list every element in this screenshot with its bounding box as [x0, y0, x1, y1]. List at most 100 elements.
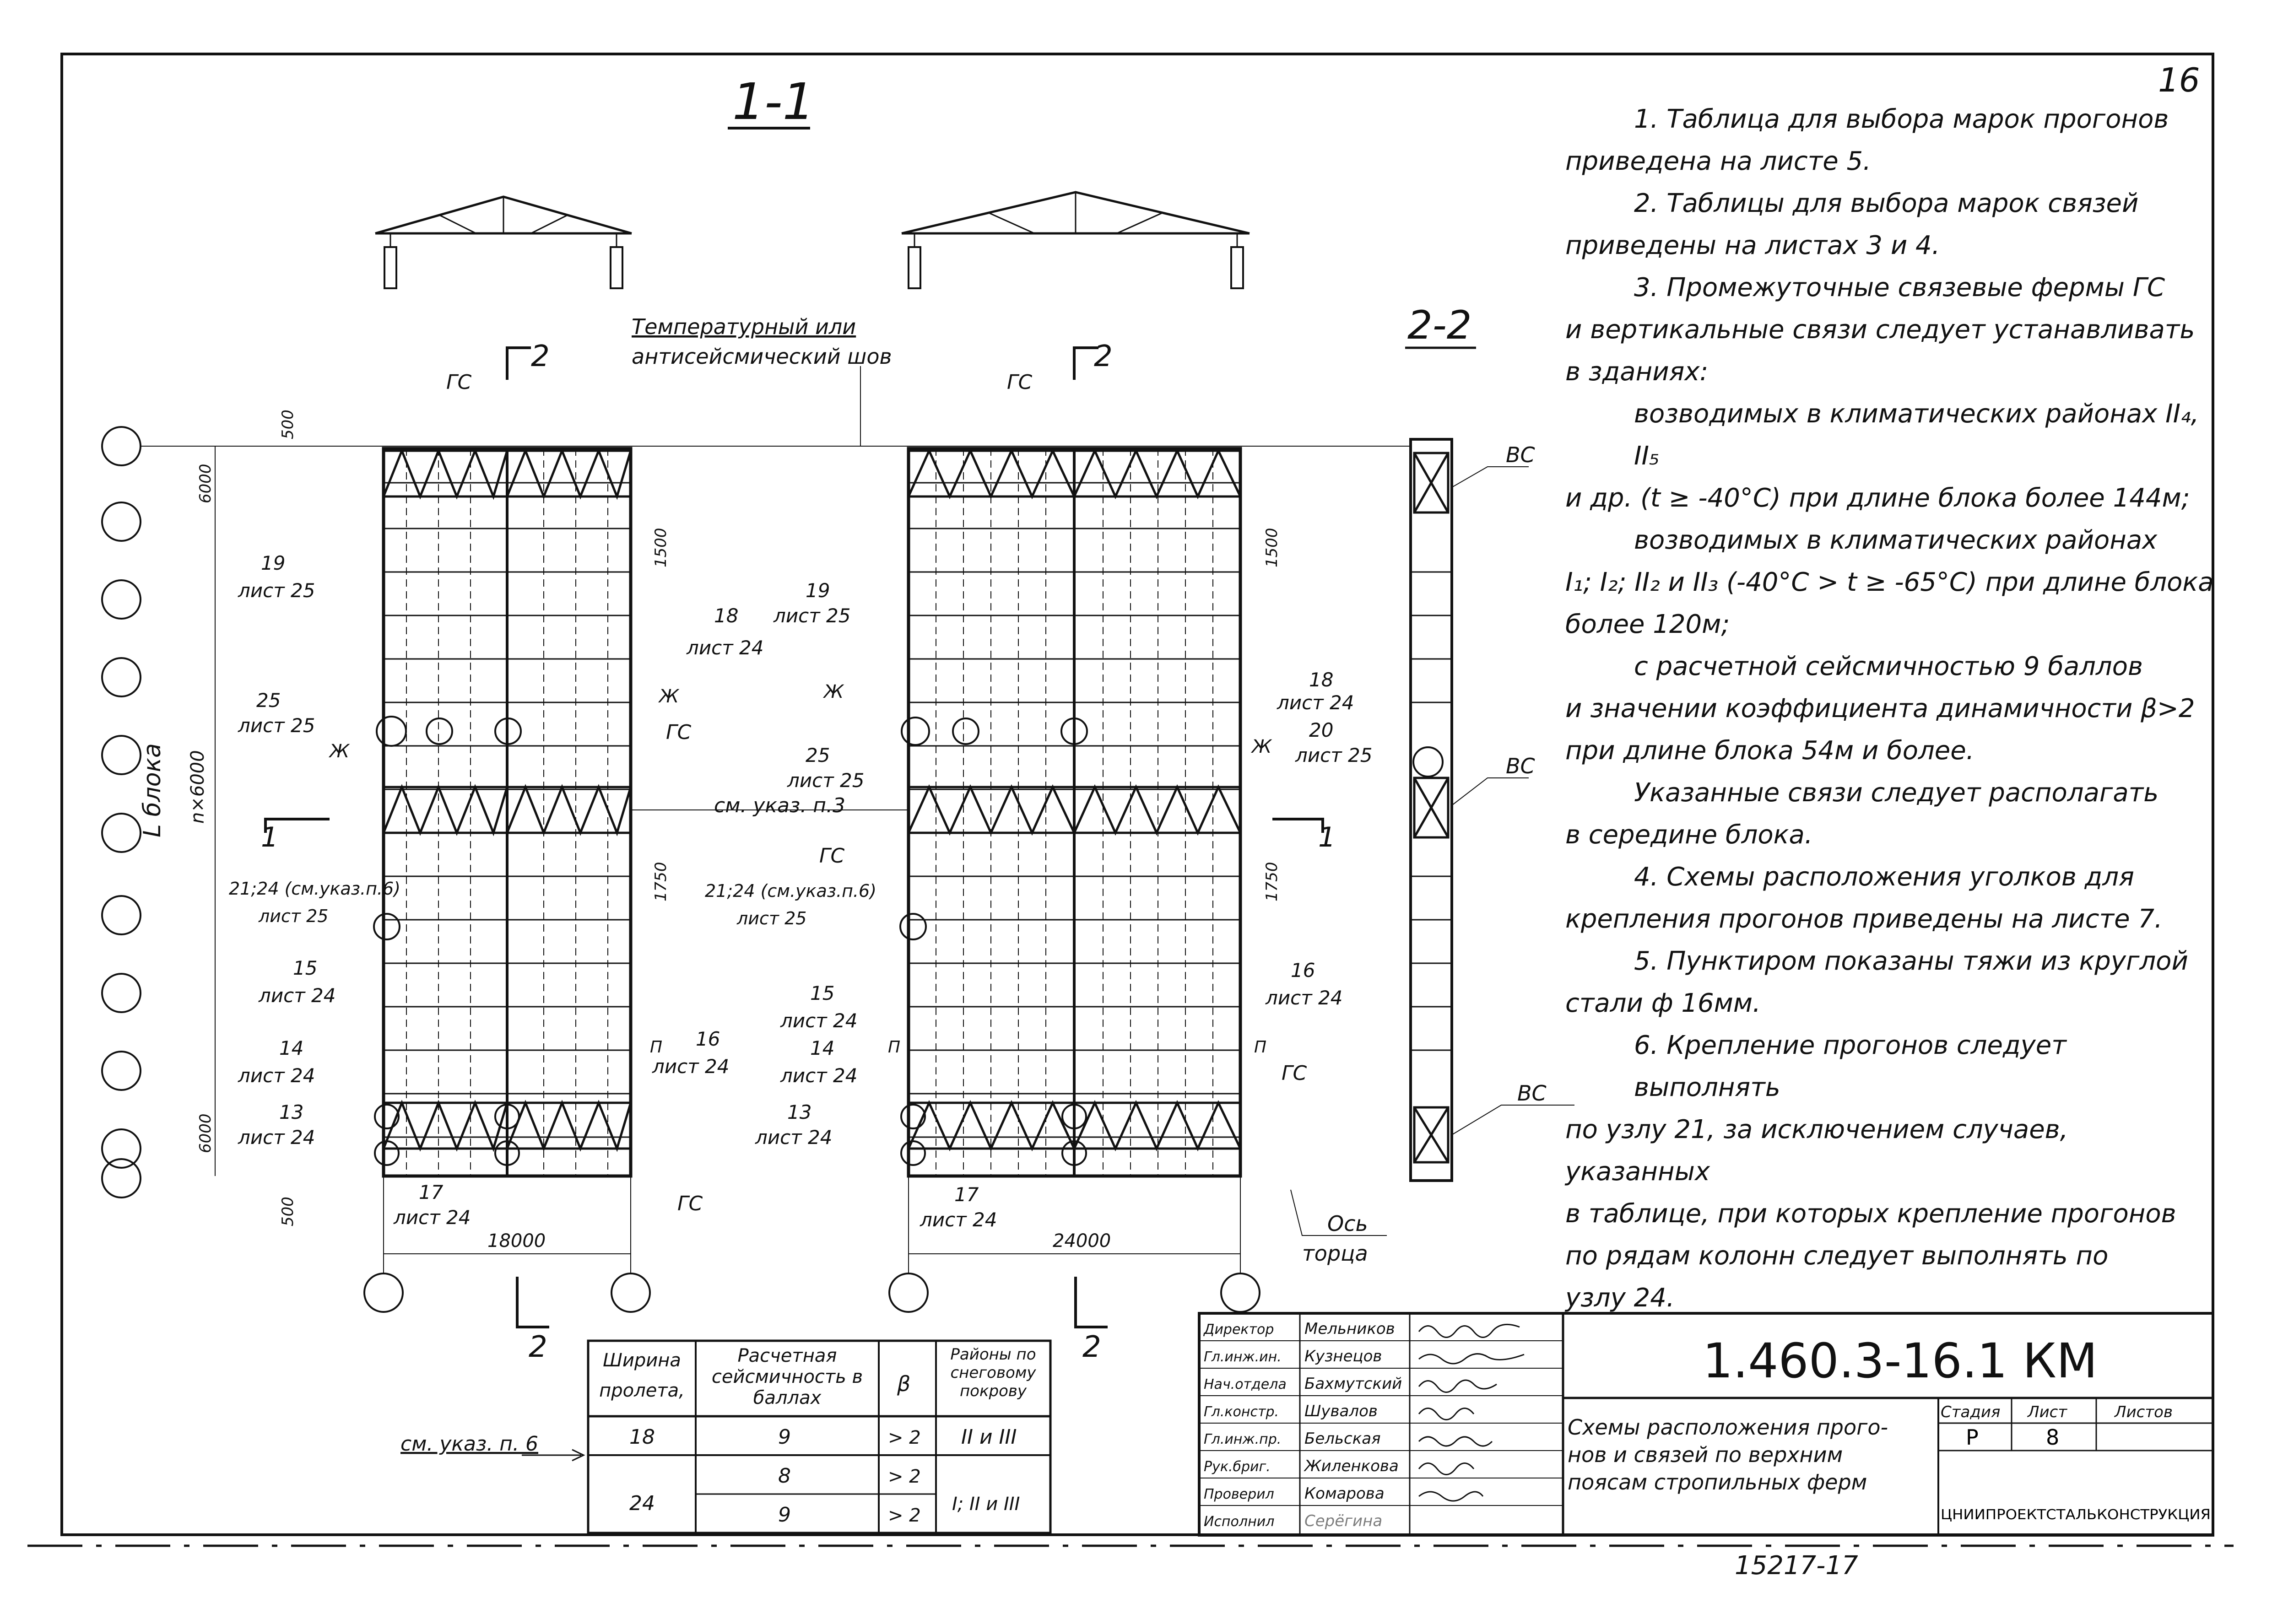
org-name: ЦНИИПРОЕКТСТАЛЬКОНСТРУКЦИЯ	[1941, 1507, 2211, 1523]
role-3: Гл.констр.	[1204, 1404, 1279, 1420]
ref-19r-num: 19	[806, 579, 830, 602]
column-axes	[101, 426, 1410, 1313]
cut-mark-2b: 2	[1094, 340, 1113, 373]
ref-15r-sheet: лист 24	[780, 1009, 858, 1032]
ref-16-num: 16	[696, 1028, 720, 1050]
drawing-title-2: нов и связей по верхним	[1568, 1442, 1843, 1467]
note-line: по узлу 21, за исключением случаев, указ…	[1565, 1115, 2068, 1187]
dim-500-top: 500	[279, 410, 297, 439]
label-gs-bot-left: ГС	[677, 1192, 703, 1215]
note-line: 6. Крепление прогонов следует выполнять	[1634, 1031, 2066, 1102]
section-title-2-2: 2-2	[1407, 302, 1471, 348]
note-line: узлу 24.	[1565, 1283, 1675, 1313]
note-line: 1. Таблица для выбора марок прогонов	[1634, 104, 2169, 134]
th-beta: β	[897, 1371, 910, 1396]
label-p-1: П	[650, 1038, 662, 1057]
cell-r1-seis: 8	[778, 1464, 791, 1488]
label-vs-3: ВС	[1517, 1081, 1547, 1106]
dim-1750-right: 1750	[1263, 862, 1281, 901]
role-1: Гл.инж.ин.	[1204, 1349, 1282, 1365]
label-gs-right: ГС	[1007, 371, 1033, 394]
label-gs-mid: ГС	[666, 721, 692, 744]
th-snow: Районы по снеговому покрову	[950, 1345, 1036, 1400]
stage-value: Р	[1966, 1425, 1979, 1450]
cell-r2-beta: > 2	[888, 1505, 921, 1526]
cell-r1-snow: I; II и III	[952, 1494, 1020, 1515]
label-zh-2: Ж	[328, 741, 350, 762]
ref-18-sheet: лист 24	[686, 637, 764, 659]
ref-19-sheet: лист 25	[238, 579, 315, 602]
ref-17r-sheet: лист 24	[920, 1209, 997, 1231]
sheet-number: 16	[2158, 61, 2200, 99]
ref-16-sheet: лист 24	[652, 1055, 730, 1078]
name-1: Кузнецов	[1304, 1347, 1382, 1365]
role-5: Рук.бриг.	[1204, 1459, 1271, 1475]
dim-1500-left: 1500	[652, 528, 670, 567]
name-6: Комарова	[1304, 1484, 1385, 1503]
note-line: и вертикальные связи следует устанавлива…	[1565, 315, 2195, 345]
ref-13-num: 13	[279, 1101, 303, 1123]
cell-r1-beta: > 2	[888, 1466, 921, 1487]
ref-20-sheet: лист 25	[1295, 744, 1373, 766]
cell-r0-seis: 9	[778, 1425, 791, 1449]
section-title-1-1: 1-1	[732, 72, 815, 131]
note-line: и значении коэффициента динамичности β>2	[1565, 694, 2195, 723]
drawing-title-3: поясам стропильных ферм	[1568, 1470, 1867, 1495]
cell-r0-snow: II и III	[961, 1425, 1017, 1449]
name-3: Шувалов	[1304, 1402, 1378, 1420]
name-0: Мельников	[1304, 1320, 1395, 1338]
note-line: приведены на листах 3 и 4.	[1565, 231, 1940, 260]
cell-r1-span: 24	[629, 1492, 655, 1515]
right-span-plan	[899, 191, 1250, 1178]
ref-14-num: 14	[279, 1037, 303, 1059]
cut-mark-1a: 1	[261, 821, 278, 853]
temp-joint-line1: Температурный или	[632, 314, 856, 339]
sheets-label: Листов	[2114, 1403, 2173, 1421]
dim-6000-top: 6000	[196, 464, 215, 503]
sheet-label: Лист	[2027, 1403, 2067, 1421]
see-note-3: см. указ. п.3	[714, 794, 845, 817]
role-0: Директор	[1203, 1322, 1274, 1338]
dim-6000-bot: 6000	[196, 1113, 215, 1153]
drawing-title-1: Схемы расположения прого-	[1568, 1415, 1888, 1440]
label-gs-left: ГС	[446, 371, 472, 394]
label-vs-2: ВС	[1506, 754, 1535, 778]
ref-15-num: 15	[293, 957, 317, 979]
ref-2124-sheet: лист 25	[258, 906, 328, 926]
note-line: Указанные связи следует располагать	[1634, 778, 2159, 808]
label-p-2: П	[888, 1038, 900, 1057]
th-span: Ширина пролета, м	[599, 1350, 685, 1414]
note-line: 3. Промежуточные связевые фермы ГС	[1634, 273, 2165, 302]
ref-13r-sheet: лист 24	[755, 1126, 833, 1149]
label-gs-mid2: ГС	[819, 844, 845, 868]
note-line: по рядам колонн следует выполнять по	[1565, 1241, 2109, 1271]
ref-17-num: 17	[419, 1181, 444, 1203]
ref-18r-sheet: лист 24	[1277, 691, 1354, 714]
left-span-plan	[373, 195, 633, 1178]
axis-end-line1: Ось	[1327, 1211, 1368, 1236]
name-4: Бельская	[1304, 1430, 1381, 1448]
ref-17r-num: 17	[954, 1183, 979, 1206]
dim-18000: 18000	[487, 1230, 546, 1252]
note-line: и др. (t ≥ -40°C) при длине блока более …	[1565, 483, 2190, 513]
note-line: при длине блока 54м и более.	[1565, 736, 1974, 766]
cut-mark-1b: 1	[1318, 821, 1336, 853]
label-vs-1: ВС	[1506, 442, 1535, 467]
ref-13r-num: 13	[787, 1101, 811, 1123]
ref-25r-sheet: лист 25	[787, 769, 865, 792]
dim-24000: 24000	[1053, 1230, 1111, 1252]
note-line: в середине блока.	[1565, 820, 1813, 850]
left-truss-elevation	[375, 195, 632, 289]
ref-14r-sheet: лист 24	[780, 1064, 858, 1087]
sheet-value: 8	[2046, 1425, 2059, 1450]
label-zh-3: Ж	[822, 681, 844, 702]
th-seismic: Расчетная сейсмичность в баллах	[711, 1345, 863, 1408]
signatures	[1418, 1323, 1525, 1502]
cut-mark-2d: 2	[1082, 1330, 1101, 1364]
ref-2124r-num: 21;24 (см.указ.п.6)	[705, 881, 876, 901]
ref-25r-num: 25	[806, 744, 830, 766]
role-7: Исполнил	[1204, 1514, 1274, 1530]
ref-13-sheet: лист 24	[238, 1126, 315, 1149]
table-ref-note: см. указ. п. 6	[400, 1432, 538, 1456]
